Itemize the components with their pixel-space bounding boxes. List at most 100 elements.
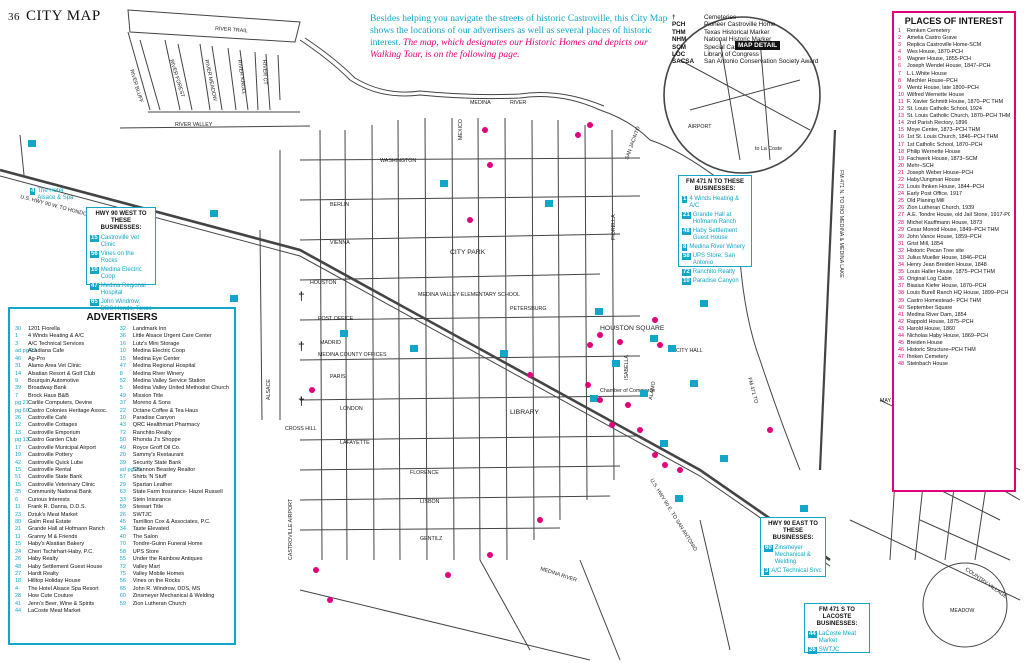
poi-number: 44 [898, 333, 904, 340]
advertiser-number: 44 [15, 608, 22, 615]
place-of-interest-marker [527, 372, 533, 378]
poi-number: 26 [898, 205, 904, 212]
box-item-name: UPS Store, San Antonio [692, 253, 736, 266]
place-of-interest-marker [327, 597, 333, 603]
advertiser-number: 55 [119, 556, 126, 563]
legend-key: LOC [672, 51, 686, 59]
legend-label: Pioneer Castroville Home [704, 21, 776, 29]
advertiser-number: 16 [119, 340, 126, 347]
advertiser-name: Castro Colonies Heritage Assoc. [28, 407, 108, 414]
advertiser-name: Jenn's Beer, Wine & Spirits [28, 600, 95, 607]
poi-number: 34 [898, 262, 904, 269]
poi-number: 2 [898, 35, 901, 42]
street-fm471-north: FM 471 N. TO RIO MEDINA & MEDINA LAKE [838, 170, 844, 278]
poi-name: Julius Mueller House, 1846–PCH [907, 255, 987, 261]
poi-name: Historic Pecan Tree site [907, 247, 964, 254]
box-item-number: 58 [682, 253, 691, 260]
poi-number: 40 [898, 304, 904, 311]
box-title: FM 471 S TO LACOSTE BUSINESSES: [816, 607, 858, 627]
poi-number: 39 [898, 297, 904, 304]
street-river-ct: RIVER CT [261, 60, 268, 86]
place-of-interest-marker [487, 162, 493, 168]
advertiser-name: Ranchito Realty [132, 429, 172, 436]
advertiser-number: 27 [15, 570, 22, 577]
place-of-interest-marker [637, 427, 643, 433]
place-of-interest-marker [609, 422, 615, 428]
advertiser-name: Alamo Area Vet Clinic [28, 363, 81, 370]
advertiser-name: Dziuk's Meat Market [28, 511, 78, 518]
poi-name: Moye Center, 1873–PCH THM [907, 127, 981, 134]
poi-name: Joseph Wendel House, 1847–PCH [907, 63, 991, 70]
advertiser-name: Carlile Computers, Devine [28, 400, 93, 407]
poi-number: 33 [898, 255, 904, 261]
advertiser-name: Medina Valley United Methodist Church [132, 385, 229, 392]
landmark-meadow: MEADOW [950, 608, 974, 614]
advertiser-marker [800, 505, 808, 512]
advertiser-marker [210, 210, 218, 217]
box-item-name: LaCoste Meat Market [818, 631, 857, 644]
advertiser-number: 11 [15, 533, 21, 540]
legend-label: Cemeteries [704, 14, 737, 21]
advertiser-name: State Farm Insurance- Hazel Russell [132, 489, 223, 496]
box-item-name: Ranchito Realty [692, 269, 736, 275]
advertiser-number: 14 [15, 370, 22, 377]
street-paris: PARIS [330, 374, 346, 380]
advertiser-name: Curious Interests [28, 496, 70, 503]
street-lisbon: LISBON [420, 499, 440, 505]
advertisers-title: ADVERTISERS [86, 312, 158, 323]
advertiser-number: 15 [15, 541, 22, 548]
poi-name: Castro Homestead– PCH THM [907, 297, 981, 304]
poi-number: 42 [898, 318, 904, 325]
poi-name: Historic Structure–PCH THM [907, 347, 976, 354]
advertiser-number: 10 [119, 415, 126, 422]
poi-number: 23 [898, 184, 904, 191]
poi-name: Michel Kauffmann House, 1873 [907, 219, 983, 226]
legend-label: Texas Historical Marker [704, 28, 770, 36]
advertiser-number: 41 [15, 600, 22, 607]
street-river-knoll: RIVER KNOLL [236, 59, 247, 95]
advertiser-number: 52 [119, 377, 126, 384]
poi-name: Early Post Office, 1917 [907, 191, 963, 198]
place-of-interest-marker [313, 567, 319, 573]
poi-number: 11 [898, 98, 904, 105]
advertiser-number: 10 [119, 348, 126, 355]
street-river-bluff: RIVER BLUFF [128, 69, 144, 104]
legend-key: SCM [672, 43, 686, 51]
poi-name: Grist Mill, 1854 [907, 240, 943, 247]
poi-name: Wagner House, 1855-PCH [907, 56, 971, 63]
legend-label: Library of Congress [704, 51, 759, 59]
advertiser-number: pg 13 [15, 437, 29, 444]
poi-number: 38 [898, 290, 904, 297]
